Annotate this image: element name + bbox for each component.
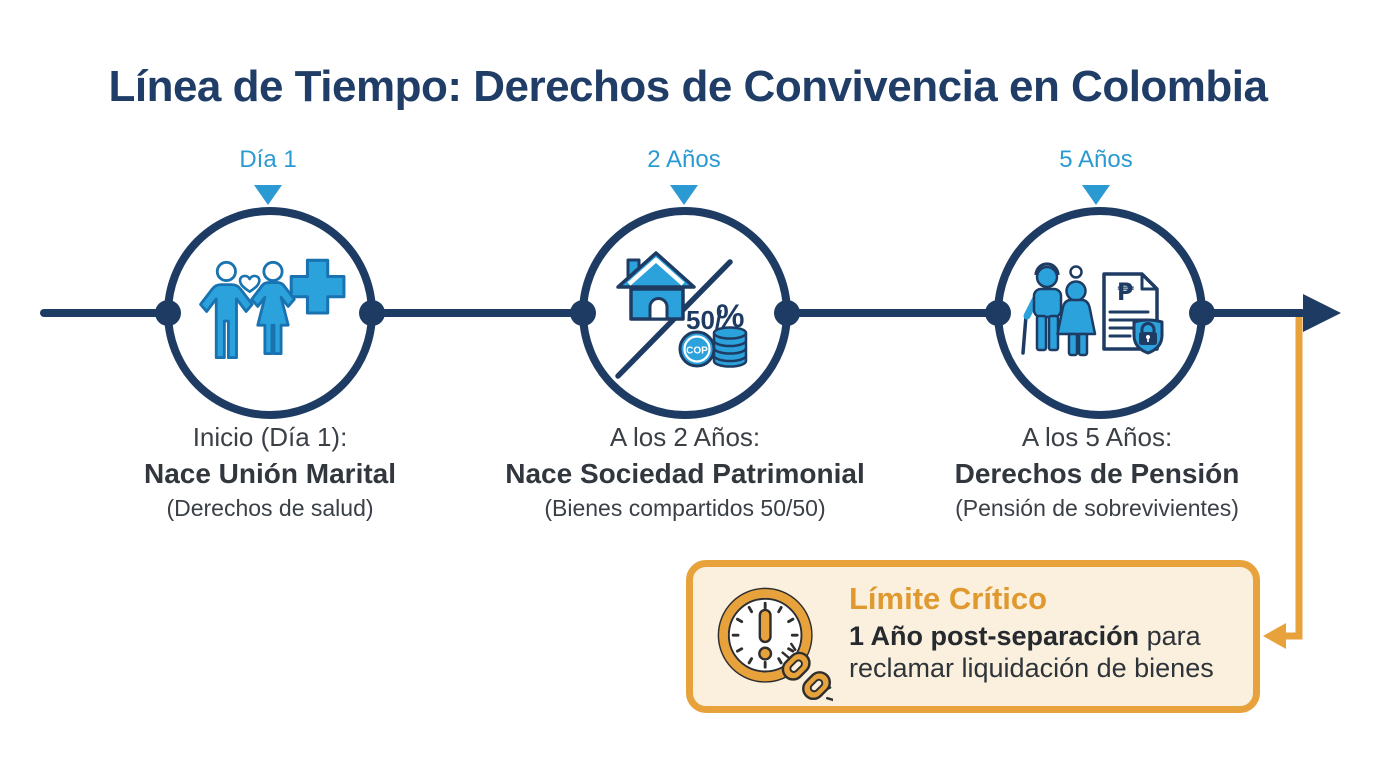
caption-line: A los 2 Años:	[609, 422, 761, 452]
elderly-man-leg	[1035, 314, 1048, 352]
chain-link-icon	[802, 671, 831, 701]
critical-limit-deadline: 1 Año post-separación	[849, 621, 1140, 651]
chain-link-icon	[781, 651, 811, 681]
elderly-woman-dress	[1056, 298, 1097, 336]
clock-inner-edge	[727, 597, 803, 673]
milestone-caption-5-anos: A los 5 Años: Derechos de Pensión (Pensi…	[955, 422, 1240, 522]
elderly-man-torso	[1032, 287, 1063, 319]
timeline-node-dot	[774, 300, 800, 326]
caption-line: A los 5 Años:	[1021, 422, 1173, 452]
deadline-connector-line	[1285, 317, 1303, 640]
caption-note: (Pensión de sobrevivientes)	[955, 494, 1239, 521]
coin-inner-ring	[683, 335, 711, 363]
timeline-node-dot	[155, 300, 181, 326]
timeline-node-dots	[155, 300, 1215, 326]
critical-limit-box: Límite Crítico 1 Año post-separación par…	[686, 560, 1260, 713]
coin-stack-icon	[712, 326, 748, 368]
critical-limit-line-2: reclamar liquidación de bienes	[849, 653, 1214, 684]
timeline-arrowhead-icon	[1303, 294, 1341, 332]
elderly-woman-leg	[1077, 332, 1089, 357]
chain-link-hole	[789, 659, 803, 673]
medical-cross-icon	[289, 258, 346, 315]
pension-couple-document-icon: ₱	[1021, 262, 1164, 357]
house-assets-split-icon: 50/ % COP	[615, 251, 748, 379]
man-head	[215, 260, 237, 282]
caption-line: Inicio (Día 1):	[192, 422, 348, 452]
cop-coin-icon: COP	[678, 330, 716, 368]
elderly-man-hair-arc	[1034, 262, 1060, 276]
chain-break-sparks	[781, 642, 833, 702]
exclamation-bar	[758, 608, 772, 644]
clock-tick-marks	[731, 601, 799, 669]
document-folded-corner	[1140, 274, 1157, 291]
elderly-man-head	[1035, 265, 1059, 289]
caption-note: (Derechos de salud)	[166, 494, 374, 521]
milestone-caption-dia-1: Inicio (Día 1): Nace Unión Marital (Dere…	[144, 422, 396, 522]
man-figure	[199, 283, 254, 359]
page-title: Línea de Tiempo: Derechos de Convivencia…	[108, 62, 1268, 111]
house-door	[648, 297, 669, 321]
time-label-5-anos: 5 Años	[1059, 146, 1133, 173]
time-label-dia-1: Día 1	[239, 146, 297, 173]
woman-figure	[250, 281, 296, 355]
coin-stack-top	[712, 326, 748, 340]
lock-shackle	[1140, 322, 1156, 332]
caption-headline: Derechos de Pensión	[954, 457, 1240, 489]
critical-limit-text: Límite Crítico 1 Año post-separación par…	[849, 581, 1214, 685]
time-marker-triangle-icon	[670, 185, 698, 205]
coin-currency-label: COP	[686, 346, 708, 357]
lock-keyhole	[1146, 335, 1150, 339]
critical-limit-line-1-rest: para	[1139, 621, 1201, 651]
elderly-woman-leg	[1067, 332, 1079, 357]
woman-head	[262, 260, 284, 282]
couple-health-icon	[199, 258, 346, 359]
caption-headline: Nace Sociedad Patrimonial	[505, 457, 865, 489]
timeline-node-dot	[985, 300, 1011, 326]
document-text-lines	[1108, 310, 1150, 338]
cane-icon	[1021, 314, 1028, 355]
critical-limit-line-1: 1 Año post-separación para	[849, 620, 1214, 652]
clock-ring	[719, 589, 812, 682]
elderly-couple-icon	[1032, 262, 1097, 357]
lock-keyhole-stem	[1147, 338, 1149, 342]
house-roof-inner-line	[627, 257, 685, 286]
peso-sign-label: ₱	[1117, 278, 1134, 306]
coin-stack-body	[712, 333, 748, 368]
time-marker-triangle-icon	[254, 185, 282, 205]
deadline-connector-arrowhead-icon	[1263, 623, 1286, 649]
house-icon	[616, 251, 696, 321]
caption-headline: Nace Unión Marital	[143, 457, 397, 489]
time-marker-triangle-icon	[1082, 185, 1110, 205]
critical-limit-title: Límite Crítico	[849, 581, 1048, 616]
timeline-node-dot	[1189, 300, 1215, 326]
time-marker-triangles	[254, 185, 1110, 205]
heart-icon	[238, 274, 261, 294]
timeline-node-dot	[359, 300, 385, 326]
time-label-2-anos: 2 Años	[647, 146, 721, 173]
elderly-woman-bun	[1069, 265, 1083, 279]
milestone-caption-2-anos: A los 2 Años: Nace Sociedad Patrimonial …	[505, 422, 864, 522]
chain-link-hole	[809, 678, 824, 693]
elderly-woman-head	[1065, 280, 1087, 302]
timeline-node-dot	[570, 300, 596, 326]
caption-note: (Bienes compartidos 50/50)	[544, 494, 826, 521]
shield-lock-icon	[1132, 318, 1164, 355]
deadline-clock-broken-chain-icon	[717, 587, 833, 702]
exclamation-dot	[758, 646, 773, 661]
